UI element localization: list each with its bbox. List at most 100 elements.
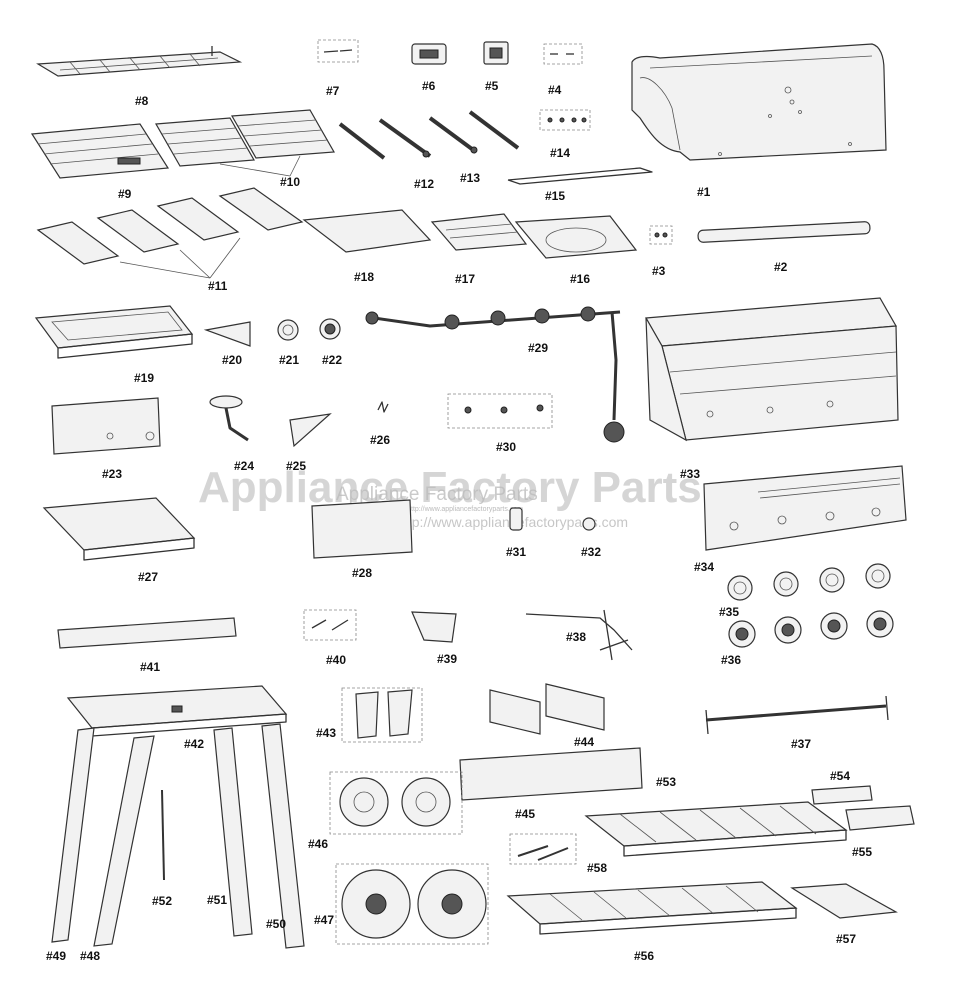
part-41-back-panel[interactable] <box>57 617 237 649</box>
label-part-17: #17 <box>455 272 475 286</box>
part-10-cooking-grates[interactable] <box>155 109 335 177</box>
part-31-ignitor[interactable] <box>509 507 523 531</box>
part-50-leg[interactable] <box>261 723 305 949</box>
part-5-ignitor-module[interactable] <box>483 41 509 65</box>
label-part-15: #15 <box>545 189 565 203</box>
part-56-bottom-shelf[interactable] <box>506 881 798 935</box>
part-23-side-panel[interactable] <box>51 397 161 455</box>
watermark-large-text: Appliance Factory Parts <box>198 463 702 512</box>
label-part-7: #7 <box>326 84 340 98</box>
part-42-cart-top[interactable] <box>66 685 288 737</box>
label-part-1: #1 <box>697 185 711 199</box>
label-part-52: #52 <box>152 894 172 908</box>
label-part-2: #2 <box>774 260 788 274</box>
part-36-control-knobs[interactable] <box>728 610 894 648</box>
part-47-wheels[interactable] <box>335 863 489 945</box>
part-54-bracket[interactable] <box>811 785 873 805</box>
label-part-36: #36 <box>721 653 741 667</box>
label-part-56: #56 <box>634 949 654 963</box>
part-24-side-burner[interactable] <box>209 395 249 442</box>
part-9-cooking-grate[interactable] <box>30 123 170 179</box>
part-27-side-shelf[interactable] <box>42 497 196 561</box>
label-part-18: #18 <box>354 270 374 284</box>
part-52-rod[interactable] <box>161 789 165 881</box>
part-55-bracket[interactable] <box>845 805 915 831</box>
part-1-lid[interactable] <box>631 43 887 161</box>
part-33-grill-body[interactable] <box>645 297 899 442</box>
watermark-small-url: © http://www.appliancefactoryparts.com <box>400 505 523 513</box>
part-40-hardware[interactable] <box>303 609 357 641</box>
part-20-bracket[interactable] <box>203 321 251 347</box>
part-12-burner[interactable] <box>338 118 432 160</box>
label-part-19: #19 <box>134 371 154 385</box>
part-26-electrode[interactable] <box>377 401 389 413</box>
label-part-38: #38 <box>566 630 586 644</box>
part-32-nut[interactable] <box>582 517 596 531</box>
part-2-lid-handle[interactable] <box>697 221 871 243</box>
label-part-30: #30 <box>496 440 516 454</box>
watermark: Appliance Factory Parts Appliance Factor… <box>198 463 702 530</box>
part-19-frame[interactable] <box>34 305 194 359</box>
part-22-knob[interactable] <box>319 318 341 340</box>
label-part-14: #14 <box>550 146 570 160</box>
part-25-bracket[interactable] <box>289 413 332 448</box>
label-part-20: #20 <box>222 353 242 367</box>
part-43-brackets[interactable] <box>341 687 423 743</box>
label-part-4: #4 <box>548 83 562 97</box>
part-18-heat-shield[interactable] <box>302 209 432 253</box>
part-28-side-panel[interactable] <box>311 499 413 559</box>
label-part-28: #28 <box>352 566 372 580</box>
part-45-front-panel[interactable] <box>459 747 643 801</box>
part-4-clips[interactable] <box>543 43 583 65</box>
part-8-warming-rack[interactable] <box>36 46 243 77</box>
label-part-12: #12 <box>414 177 434 191</box>
label-part-58: #58 <box>587 861 607 875</box>
label-part-11: #11 <box>208 279 228 293</box>
part-51-leg[interactable] <box>213 727 253 937</box>
part-13-burner[interactable] <box>428 110 520 154</box>
label-part-53: #53 <box>656 775 676 789</box>
part-29-gas-manifold-valves[interactable] <box>365 306 625 443</box>
label-part-57: #57 <box>836 932 856 946</box>
label-part-16: #16 <box>570 272 590 286</box>
label-part-24: #24 <box>234 459 254 473</box>
label-part-43: #43 <box>316 726 336 740</box>
label-part-34: #34 <box>694 560 714 574</box>
part-53-bottom-shelf[interactable] <box>584 801 848 857</box>
part-46-wheel-caps[interactable] <box>329 771 463 835</box>
part-7-screws[interactable] <box>317 39 359 63</box>
part-34-control-panel[interactable] <box>703 465 907 551</box>
label-part-22: #22 <box>322 353 342 367</box>
part-3-bolts[interactable] <box>649 225 673 245</box>
part-49-leg[interactable] <box>51 727 95 943</box>
part-17-grease-tray-bracket[interactable] <box>430 213 528 251</box>
label-part-5: #5 <box>485 79 499 93</box>
label-part-6: #6 <box>422 79 436 93</box>
part-58-bolts[interactable] <box>509 833 577 865</box>
label-part-13: #13 <box>460 171 480 185</box>
label-part-50: #50 <box>266 917 286 931</box>
part-6-bracket[interactable] <box>411 43 447 65</box>
part-48-leg[interactable] <box>93 735 155 947</box>
part-38-wire-rack[interactable] <box>525 609 633 661</box>
label-part-27: #27 <box>138 570 158 584</box>
label-part-23: #23 <box>102 467 122 481</box>
part-35-bezels[interactable] <box>727 563 891 601</box>
label-part-41: #41 <box>140 660 160 674</box>
part-15-crossover-tube[interactable] <box>507 167 653 185</box>
part-11-heat-tents[interactable] <box>36 187 304 279</box>
part-37-crossbar[interactable] <box>705 695 889 735</box>
part-44-panels[interactable] <box>489 683 605 735</box>
label-part-54: #54 <box>830 769 850 783</box>
watermark-medium-text: Appliance Factory Parts <box>336 484 538 505</box>
part-21-bezel[interactable] <box>277 319 299 341</box>
part-57-bracket[interactable] <box>790 883 898 919</box>
label-part-51: #51 <box>207 893 227 907</box>
part-30-electrodes[interactable] <box>447 393 553 429</box>
part-16-side-burner-bowl[interactable] <box>514 215 638 259</box>
part-14-screws[interactable] <box>539 109 591 131</box>
part-39-grease-cup[interactable] <box>411 611 457 643</box>
label-part-46: #46 <box>308 837 328 851</box>
label-part-47: #47 <box>314 913 334 927</box>
